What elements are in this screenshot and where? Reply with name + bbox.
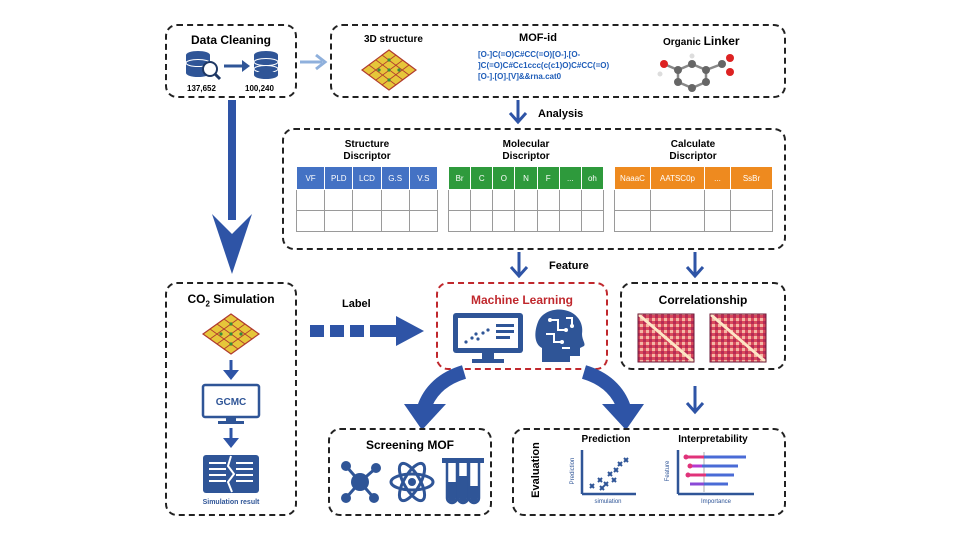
organic-linker-molecule-icon: [657, 53, 734, 92]
analysis-arrow-icon: [508, 100, 528, 125]
mof-crystal-icon: [360, 49, 418, 91]
interpretability-x-label: Importance: [700, 499, 731, 505]
ai-head-icon: [535, 309, 585, 362]
structure-descriptor-table: VF PLD LCD G.S V.S: [295, 166, 439, 232]
data-cleaning-title: Data Cleaning: [190, 33, 271, 47]
calculate-descriptor-header-row: NaaaC AATSC0p ... SsBr: [614, 166, 773, 190]
header-cell-pld: PLD: [324, 166, 354, 190]
prediction-scatter-icon: [580, 450, 636, 496]
monitor-chart-icon: [453, 313, 523, 363]
analysis-label: Analysis: [538, 108, 584, 120]
count-before: 137,652: [187, 84, 216, 93]
correlationship-title: Correlationship: [658, 293, 748, 307]
database-search-icon: [185, 51, 222, 81]
header-cell-f: F: [536, 166, 560, 190]
structure-descriptor-header-row: VF PLD LCD G.S V.S: [295, 166, 439, 190]
header-cell-br: Br: [447, 166, 472, 190]
mofid-label: MOF-id: [519, 32, 557, 44]
calculate-descriptor-table: NaaaC AATSC0p ... SsBr: [614, 166, 773, 232]
mof-input-panel: [330, 24, 786, 98]
header-cell-vs: V.S: [408, 166, 439, 190]
header-cell-naaac: NaaaC: [614, 166, 651, 190]
down-arrow-icon: [685, 386, 705, 415]
label-text: Label: [342, 298, 371, 310]
header-cell-gs: G.S: [380, 166, 410, 190]
co2-simulation-panel: [165, 282, 297, 516]
linker-label: Organic Linker: [663, 34, 740, 48]
big-down-arrow-icon: [212, 100, 252, 274]
gcmc-label: GCMC: [215, 397, 247, 408]
table-row: [447, 210, 605, 232]
transfer-arrow-icon: [224, 60, 250, 72]
down-arrow-icon: [223, 428, 239, 448]
structure-label: 3D structure: [364, 34, 423, 45]
evaluation-panel: [512, 428, 786, 516]
prediction-x-label: simulation: [594, 499, 622, 505]
prediction-title: Prediction: [581, 434, 631, 445]
header-cell-ssbr: SsBr: [730, 166, 773, 190]
evaluation-side-label: Evaluation: [530, 442, 542, 498]
table-row: [614, 189, 773, 211]
prediction-y-label: Prediction: [570, 457, 576, 485]
header-cell-ellipsis: ...: [704, 166, 731, 190]
shap-importance-icon: [676, 450, 754, 496]
feature-arrow-ml-icon: [509, 252, 529, 279]
curved-arrow-evaluation-icon: [581, 365, 644, 430]
header-cell-oh: oh: [580, 166, 605, 190]
table-row: [295, 210, 439, 232]
correlation-heatmap-icon: [637, 312, 767, 364]
interpretability-title: Interpretability: [678, 434, 748, 445]
interpretability-y-label: Feature: [665, 460, 671, 482]
mofid-line-2: ]C(=O)C#Cc1ccc(c(c1)O)C#CC(=O): [478, 61, 610, 70]
correlationship-panel: [620, 282, 786, 370]
table-row: [447, 189, 605, 211]
machine-learning-panel: [436, 282, 608, 370]
co2-simulation-title: CO2 Simulation: [187, 292, 275, 309]
molecular-descriptor-header-row: Br C O N F ... oh: [447, 166, 605, 190]
header-cell-c: C: [470, 166, 494, 190]
test-tubes-icon: [442, 458, 484, 505]
table-row: [614, 210, 773, 232]
mofid-line-1: [O-]C(=O)C#CC(=O)[O-].[O-: [478, 50, 581, 59]
molecular-descriptor-table: Br C O N F ... oh: [447, 166, 605, 232]
machine-learning-title: Machine Learning: [470, 293, 574, 307]
count-after: 100,240: [245, 84, 274, 93]
header-cell-n: N: [514, 166, 538, 190]
screening-mof-panel: [328, 428, 492, 516]
simulation-result-label: Simulation result: [202, 499, 260, 506]
database-icon: [253, 51, 279, 79]
header-cell-lcd: LCD: [352, 166, 382, 190]
header-cell-o: O: [492, 166, 516, 190]
document-icon: [203, 455, 259, 493]
data-cleaning-panel: [165, 24, 297, 98]
header-cell-aatsc0p: AATSC0p: [650, 166, 705, 190]
network-molecule-icon: [341, 461, 381, 503]
mof-crystal-icon: [201, 313, 261, 355]
descriptor-panel: [282, 128, 786, 250]
table-row: [295, 189, 439, 211]
header-cell-vf: VF: [295, 166, 326, 190]
atom-icon: [389, 461, 435, 503]
label-dashed-arrow-icon: [310, 316, 424, 346]
screening-mof-title: Screening MOF: [365, 438, 454, 452]
curved-arrow-screening-icon: [404, 365, 467, 430]
header-cell-ellipsis: ...: [558, 166, 582, 190]
feature-label: Feature: [549, 260, 589, 272]
computer-monitor-icon: [201, 383, 261, 424]
mofid-line-3: [O-].[O].[V]&&rna.cat0: [478, 72, 562, 81]
down-arrow-icon: [223, 360, 239, 380]
feature-arrow-correlation-icon: [685, 252, 705, 279]
light-arrow-icon: [300, 53, 328, 71]
